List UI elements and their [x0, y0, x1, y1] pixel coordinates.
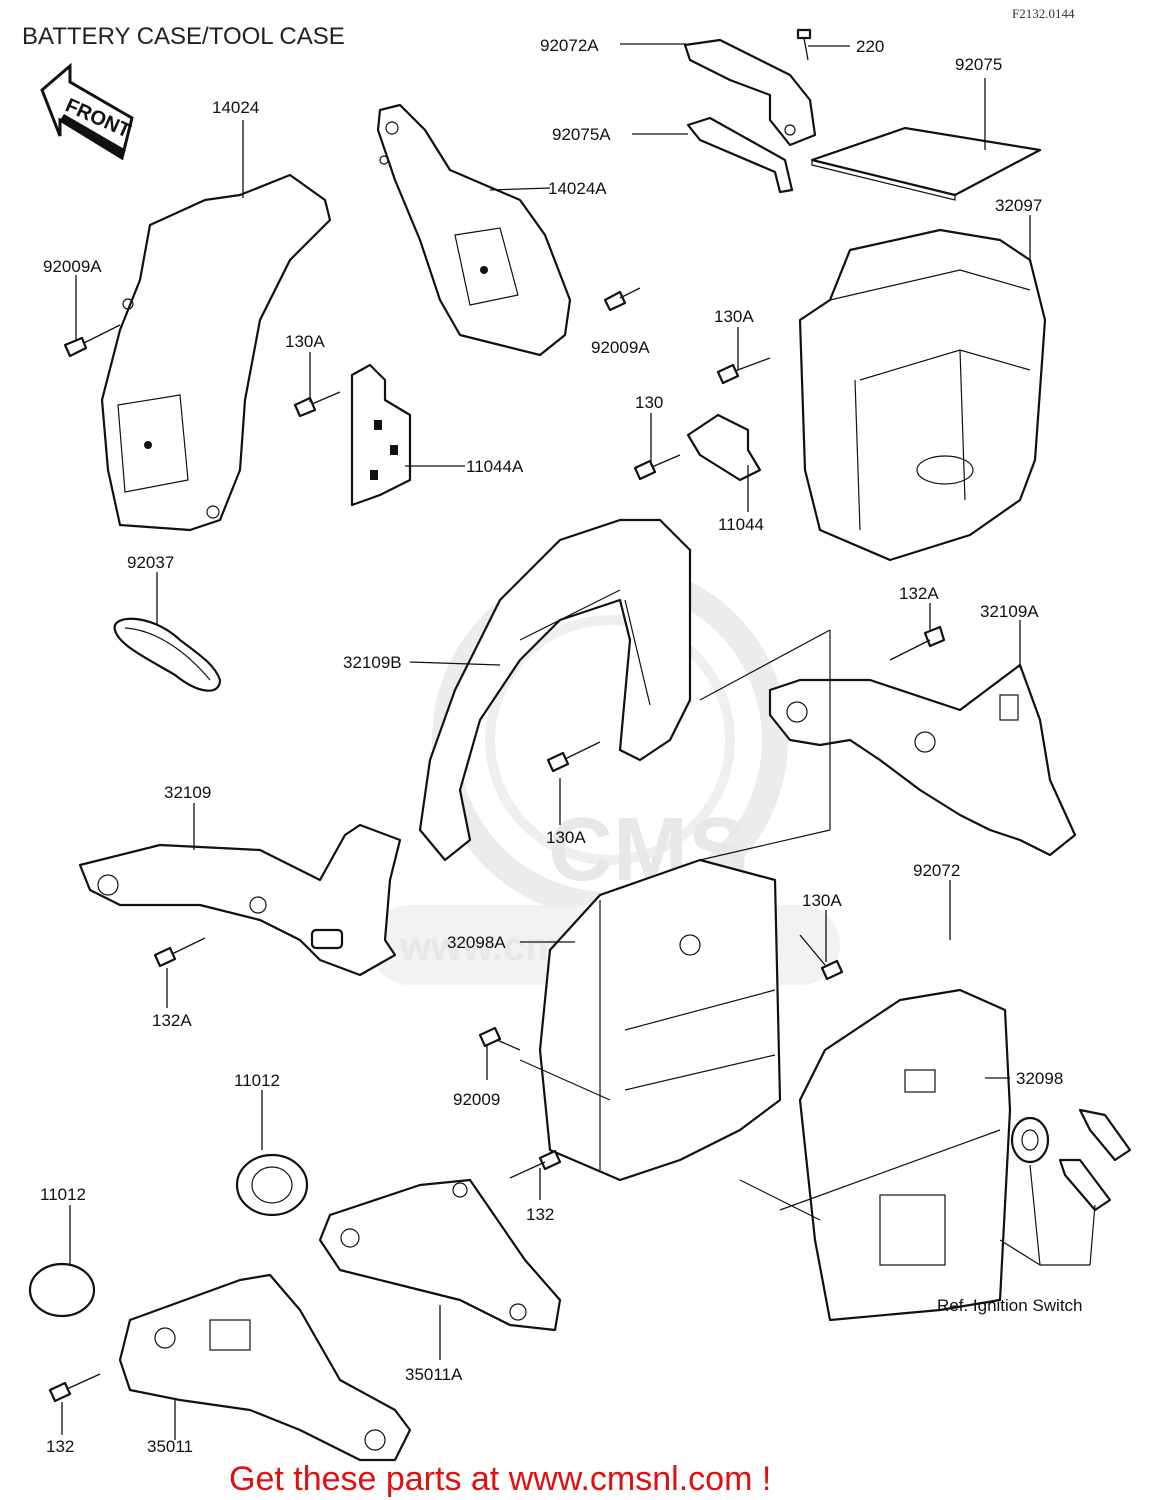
pad-92075 — [810, 126, 1042, 201]
part-label: 92075A — [552, 125, 611, 144]
bracket-35011 — [118, 1273, 412, 1462]
bracket-32109 — [78, 823, 402, 977]
diagram-title: BATTERY CASE/TOOL CASE — [22, 23, 345, 50]
part-label: 35011A — [405, 1365, 463, 1384]
assembly-lines — [519, 629, 1096, 1266]
part-label: 92075 — [955, 55, 1002, 74]
part-label: 92037 — [127, 553, 174, 572]
bracket-11044A — [350, 363, 412, 507]
part-label: 11012 — [40, 1185, 86, 1204]
part-label: 92009 — [453, 1090, 500, 1109]
ignition-switch-icon — [1010, 1108, 1132, 1212]
front-arrow-icon: FRONT — [40, 62, 134, 161]
part-label: 35011 — [147, 1437, 193, 1456]
part-label: 32097 — [995, 196, 1042, 215]
grommet-11012-lower — [28, 1262, 96, 1318]
part-label: 132A — [152, 1011, 192, 1030]
part-label: 32109 — [164, 783, 211, 802]
leader-lines — [61, 43, 1031, 1440]
clamp-92037 — [113, 617, 222, 692]
bracket-32109A — [768, 663, 1077, 857]
part-label: 11044A — [466, 457, 524, 476]
part-label: 130A — [802, 891, 842, 910]
side-cover-14024 — [100, 173, 332, 532]
part-label: Ref. Ignition Switch — [937, 1296, 1083, 1315]
part-label: 130A — [714, 307, 754, 326]
part-label: 14024A — [548, 179, 607, 198]
side-cover-14024A — [376, 103, 572, 357]
part-label: 132A — [899, 584, 939, 603]
part-label: 14024 — [212, 98, 259, 117]
frame-32109B — [418, 518, 692, 862]
part-label: 92009A — [591, 338, 650, 357]
lid-32098 — [779, 988, 1012, 1322]
bolt-icon — [48, 287, 946, 1403]
bracket-35011A — [318, 1178, 562, 1332]
part-label: 92072 — [913, 861, 960, 880]
part-label: 130 — [635, 393, 663, 412]
part-label: 130A — [546, 828, 586, 847]
part-label: 32109B — [343, 653, 402, 672]
part-label: 132 — [526, 1205, 554, 1224]
part-label: 220 — [856, 37, 884, 56]
grommet-11012-upper — [235, 1153, 309, 1217]
part-label: 32098 — [1016, 1069, 1063, 1088]
figure-code: F2132.0144 — [1012, 6, 1075, 21]
part-label: 130A — [285, 332, 325, 351]
part-label: 32109A — [980, 602, 1039, 621]
battery-case-32097 — [798, 228, 1047, 562]
part-labels: 92072A 220 92075 92075A 14024 14024A 920… — [40, 36, 1083, 1456]
part-label: 32098A — [447, 933, 506, 952]
part-label: 11044 — [718, 515, 764, 534]
tool-case-32098A — [538, 858, 782, 1182]
screw-220 — [796, 28, 812, 61]
bracket-11044 — [686, 413, 762, 482]
part-label: 132 — [46, 1437, 74, 1456]
bracket-92075A — [686, 116, 794, 194]
part-label: 92072A — [540, 36, 599, 55]
bracket-92072A — [683, 38, 817, 147]
part-label: 92009A — [43, 257, 102, 276]
part-label: 11012 — [234, 1071, 280, 1090]
promo-banner-link[interactable]: Get these parts at www.cmsnl.com ! — [229, 1460, 771, 1498]
